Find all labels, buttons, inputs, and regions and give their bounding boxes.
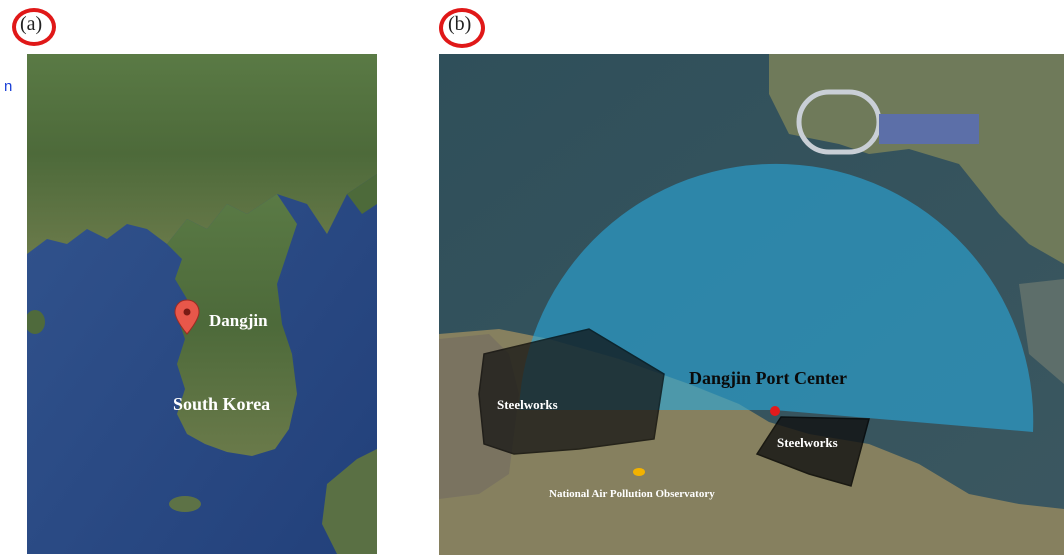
panel-a-map: Dangjin South Korea bbox=[27, 54, 377, 554]
panel-b-highlight-circle bbox=[439, 8, 485, 48]
observatory-label: National Air Pollution Observatory bbox=[549, 488, 715, 500]
dangjin-label: Dangjin bbox=[209, 311, 268, 330]
northern-coast-landmass bbox=[769, 54, 1064, 264]
industrial-roofs bbox=[879, 114, 979, 144]
south-korea-label: South Korea bbox=[173, 394, 270, 414]
eastern-piers bbox=[1019, 279, 1064, 384]
clipped-side-text: n bbox=[4, 78, 13, 95]
panel-a-highlight-circle bbox=[12, 8, 56, 46]
steelworks-east-label: Steelworks bbox=[777, 435, 838, 450]
panel-a-label: (a) bbox=[20, 13, 43, 35]
steelworks-west-area[interactable] bbox=[478, 328, 665, 455]
observatory-marker[interactable] bbox=[633, 468, 645, 476]
steelworks-east-area[interactable] bbox=[755, 416, 870, 487]
mainland-landmass bbox=[27, 54, 377, 254]
east-coast-landmass bbox=[347, 174, 377, 214]
dangjin-port-map: Dangjin Port Center Steelworks Steelwork… bbox=[439, 54, 1064, 555]
jeju-island bbox=[169, 496, 201, 512]
steelworks-west-label: Steelworks bbox=[497, 397, 558, 412]
western-island bbox=[27, 310, 45, 334]
panel-b-label: (b) bbox=[448, 13, 472, 35]
port-center-label: Dangjin Port Center bbox=[689, 368, 847, 388]
korea-peninsula-map: Dangjin South Korea bbox=[27, 54, 377, 554]
japan-landmass bbox=[322, 449, 377, 554]
korean-peninsula bbox=[167, 194, 297, 456]
port-center-marker[interactable] bbox=[770, 406, 780, 416]
panel-b-map: Dangjin Port Center Steelworks Steelwork… bbox=[439, 54, 1064, 555]
dangjin-marker-icon[interactable] bbox=[174, 299, 200, 335]
